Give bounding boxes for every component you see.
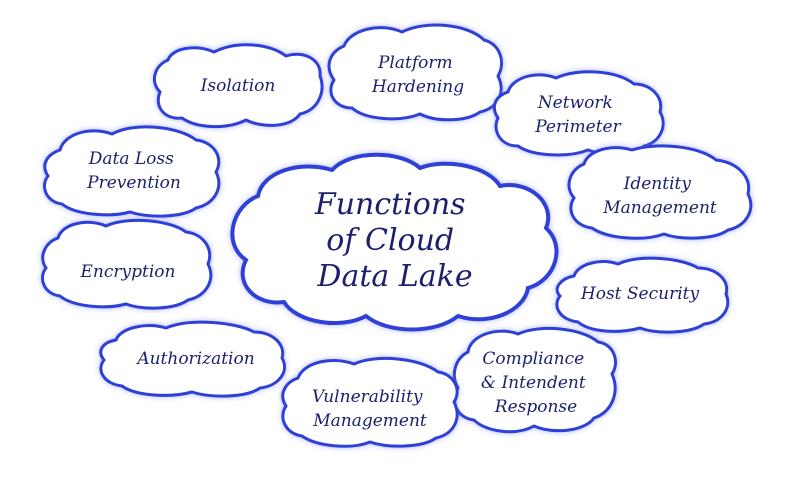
encryption-shape bbox=[41, 218, 213, 310]
authorization-shape bbox=[99, 320, 286, 398]
encryption-line-1: Encryption bbox=[80, 262, 176, 282]
platform-hardening-line-1: Platform bbox=[377, 53, 453, 73]
platform-hardening-label: Platform Hardening bbox=[371, 53, 464, 97]
identity-management-shape bbox=[567, 144, 753, 240]
isolation-shape bbox=[152, 43, 324, 129]
network-perimeter-line-1: Network bbox=[537, 93, 613, 113]
host-security-label: Host Security bbox=[580, 284, 700, 304]
center-line-1: Functions bbox=[314, 187, 466, 222]
vulnerability-management-line-1: Vulnerability bbox=[312, 387, 423, 407]
encryption-label: Encryption bbox=[80, 262, 176, 282]
data-loss-prevention-line-1: Data Loss bbox=[88, 149, 174, 169]
identity-management-label: Identity Management bbox=[602, 174, 717, 218]
authorization-line-1: Authorization bbox=[135, 349, 254, 369]
vulnerability-management-shape bbox=[281, 356, 459, 448]
vulnerability-management-line-2: Management bbox=[312, 411, 427, 431]
data-loss-prevention-line-2: Prevention bbox=[86, 173, 181, 193]
data-loss-prevention-label: Data Loss Prevention bbox=[86, 149, 181, 193]
isolation-line-1: Isolation bbox=[200, 76, 276, 96]
node-network-perimeter: Network Perimeter bbox=[492, 70, 665, 157]
node-compliance: Compliance & Intendent Response bbox=[452, 326, 617, 434]
identity-management-line-2: Management bbox=[602, 198, 717, 218]
host-security-shape bbox=[555, 256, 730, 334]
center-line-2: of Cloud bbox=[326, 223, 454, 258]
platform-hardening-shape bbox=[327, 23, 503, 122]
node-isolation: Isolation bbox=[152, 43, 324, 129]
vulnerability-management-label: Vulnerability Management bbox=[312, 387, 428, 431]
authorization-label: Authorization bbox=[135, 349, 254, 369]
center-node: Functions of Cloud Data Lake bbox=[230, 152, 559, 332]
network-perimeter-label: Network Perimeter bbox=[534, 93, 621, 137]
node-authorization: Authorization bbox=[99, 320, 286, 398]
isolation-label: Isolation bbox=[200, 76, 276, 96]
data-loss-prevention-shape bbox=[43, 125, 221, 218]
compliance-line-2: & Intendent bbox=[481, 373, 586, 393]
node-identity-management: Identity Management bbox=[567, 144, 753, 240]
compliance-line-3: Response bbox=[494, 397, 577, 417]
host-security-line-1: Host Security bbox=[580, 284, 700, 304]
center-cloud-shape bbox=[230, 152, 559, 332]
center-title: Functions of Cloud Data Lake bbox=[314, 187, 475, 294]
node-encryption: Encryption bbox=[41, 218, 213, 310]
compliance-label: Compliance & Intendent Response bbox=[481, 349, 591, 417]
platform-hardening-line-2: Hardening bbox=[371, 77, 464, 97]
node-data-loss-prevention: Data Loss Prevention bbox=[43, 125, 221, 218]
compliance-line-1: Compliance bbox=[482, 349, 584, 369]
node-platform-hardening: Platform Hardening bbox=[327, 23, 503, 122]
node-vulnerability-management: Vulnerability Management bbox=[281, 356, 459, 448]
network-perimeter-line-2: Perimeter bbox=[534, 117, 621, 137]
node-host-security: Host Security bbox=[555, 256, 730, 334]
center-line-3: Data Lake bbox=[316, 259, 472, 294]
identity-management-line-1: Identity bbox=[623, 174, 692, 194]
network-perimeter-shape bbox=[492, 70, 665, 157]
